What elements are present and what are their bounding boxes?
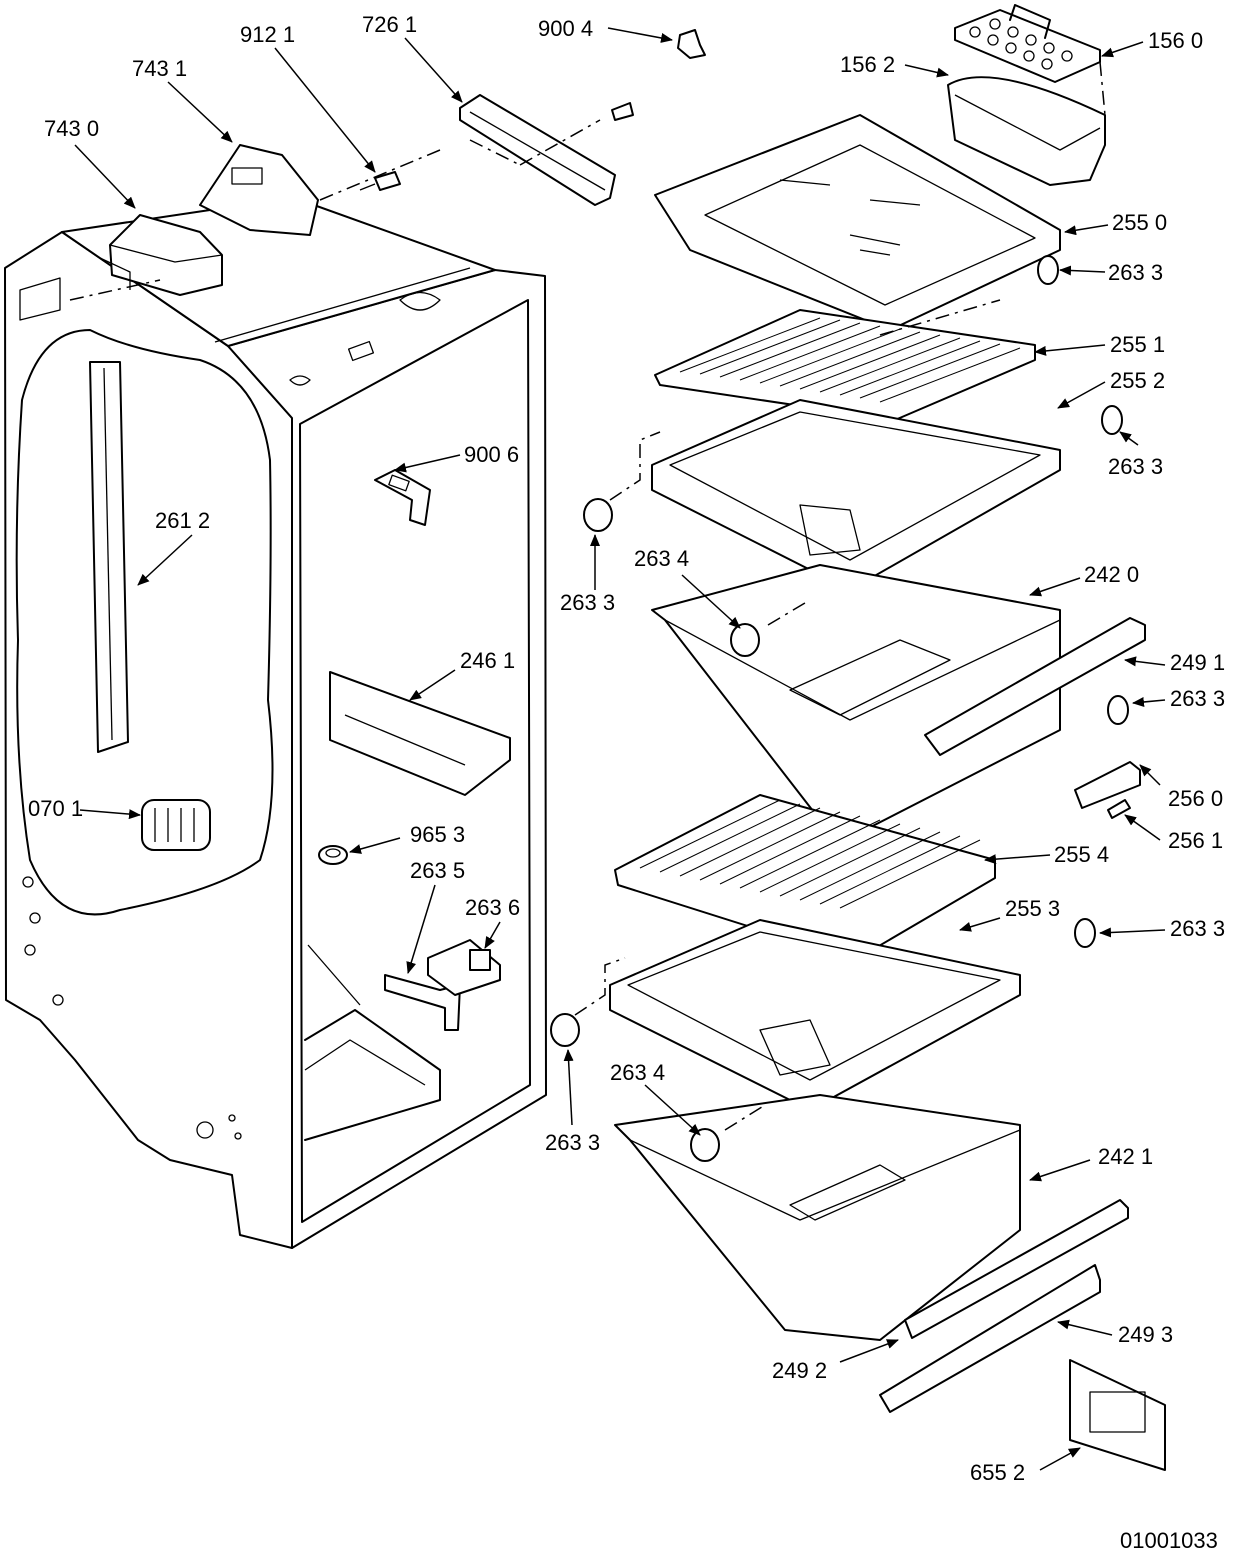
label-263-3-e: 263 3 [1170,916,1225,941]
label-743-1: 743 1 [132,56,187,81]
label-256-0: 256 0 [1168,786,1223,811]
label-255-0: 255 0 [1112,210,1167,235]
label-263-4-a: 263 4 [634,546,689,571]
label-156-0: 156 0 [1148,28,1203,53]
label-263-6: 263 6 [465,895,520,920]
label-263-4-b: 263 4 [610,1060,665,1085]
label-256-1: 256 1 [1168,828,1223,853]
label-263-3-d: 263 3 [1170,686,1225,711]
label-912-1: 912 1 [240,22,295,47]
label-743-0: 743 0 [44,116,99,141]
label-246-1: 246 1 [460,648,515,673]
shelves-and-drawers [550,4,1166,1471]
label-263-3-a: 263 3 [1108,260,1163,285]
label-263-3-c: 263 3 [560,590,615,615]
label-255-4: 255 4 [1054,842,1109,867]
label-261-2: 261 2 [155,508,210,533]
leader-arrows [74,27,1166,1471]
label-255-2: 255 2 [1110,368,1165,393]
label-726-1: 726 1 [362,12,417,37]
label-070-1: 070 1 [28,796,83,821]
label-249-2: 249 2 [772,1358,827,1383]
label-263-5: 263 5 [410,858,465,883]
label-263-3-f: 263 3 [545,1130,600,1155]
label-242-1: 242 1 [1098,1144,1153,1169]
label-242-0: 242 0 [1084,562,1139,587]
label-156-2: 156 2 [840,52,895,77]
document-number: 01001033 [1120,1528,1218,1553]
label-255-3: 255 3 [1005,896,1060,921]
label-965-3: 965 3 [410,822,465,847]
label-263-3-b: 263 3 [1108,454,1163,479]
label-900-4: 900 4 [538,16,593,41]
label-249-3: 249 3 [1118,1322,1173,1347]
part-labels: 912 1 726 1 900 4 156 0 743 1 156 2 743 … [28,12,1225,1553]
label-255-1: 255 1 [1110,332,1165,357]
top-parts [69,29,706,301]
label-900-6: 900 6 [464,442,519,467]
label-249-1: 249 1 [1170,650,1225,675]
label-655-2: 655 2 [970,1460,1025,1485]
cabinet [4,199,547,1249]
